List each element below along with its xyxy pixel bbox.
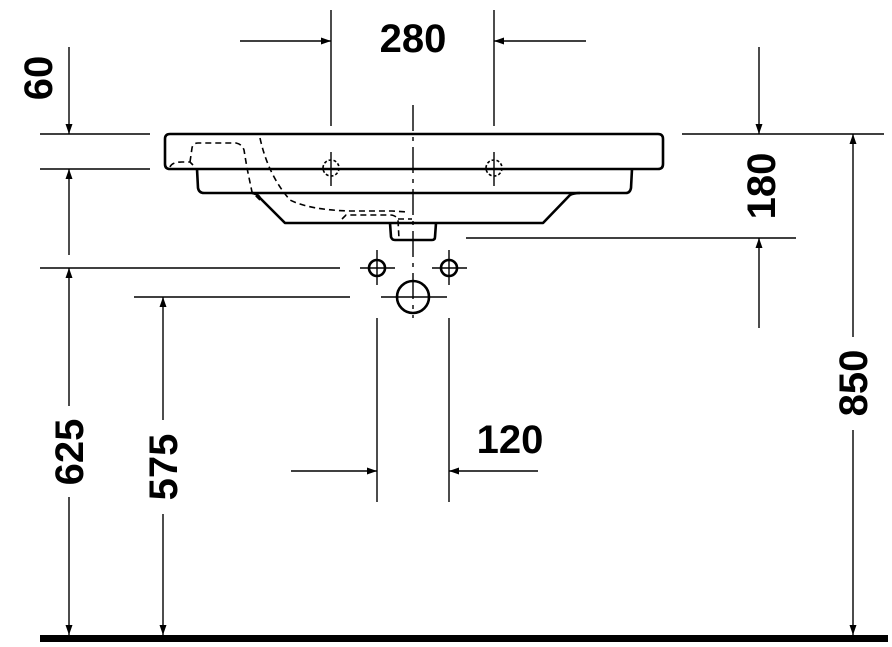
hidden-lines [169,137,412,240]
waste-connection [381,279,447,315]
dimension-label-575: 575 [142,434,186,501]
dimension-575: 575 [134,296,350,635]
dimension-180: 180 [466,47,884,328]
tap-hole-left [322,152,340,186]
dimension-label-60: 60 [17,56,61,101]
floor-line [40,635,888,642]
dimension-label-120: 120 [477,418,544,462]
dimension-60: 60 [17,47,150,255]
supply-connection-left [360,250,395,285]
dimension-625: 625 [40,267,340,635]
dimension-120: 120 [291,318,543,502]
tap-hole-right [485,152,503,186]
dimension-280: 280 [240,10,586,126]
dimension-label-850: 850 [832,350,876,417]
dimension-label-280: 280 [380,17,447,61]
dimension-label-625: 625 [48,419,92,486]
dimension-label-180: 180 [740,153,784,220]
dimension-850: 850 [832,134,876,635]
supply-connection-right [432,250,467,285]
basin-body [163,132,665,242]
